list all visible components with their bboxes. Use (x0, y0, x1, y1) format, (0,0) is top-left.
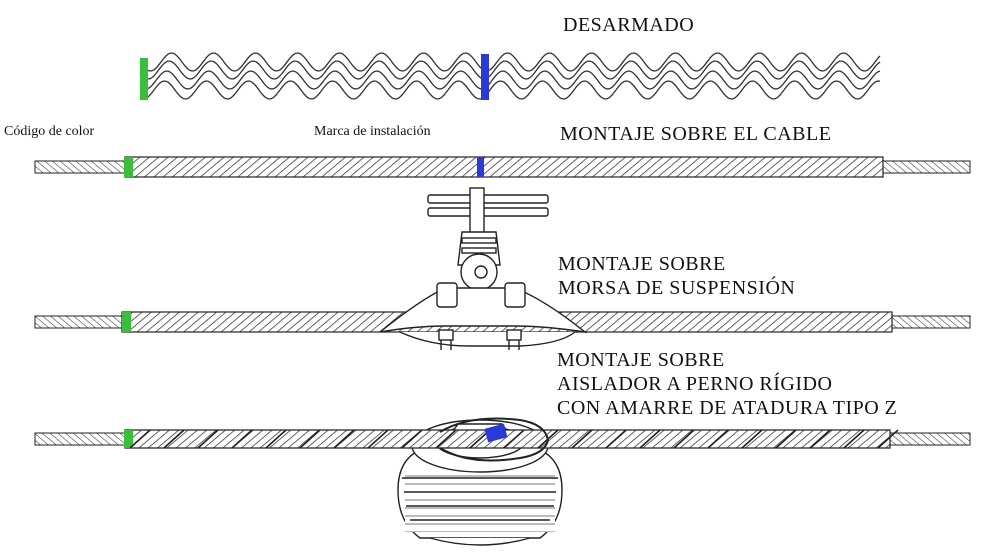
cable-with-rods (34, 156, 971, 178)
rod-twist (299, 429, 321, 449)
preformed-rod-icon (139, 52, 881, 100)
desarmado-label: DESARMADO (563, 14, 695, 36)
rod-twist (367, 429, 389, 449)
marca-instalacion-label: Marca de instalación (314, 124, 431, 139)
rod-twist (673, 429, 695, 449)
rod-twist (877, 429, 899, 449)
rod-twist (605, 429, 627, 449)
color-code-mark (124, 157, 133, 177)
rod-twist (707, 429, 729, 449)
cable-with-rods-insulator (34, 417, 971, 462)
rod-twist (435, 429, 457, 449)
suspension-clamp-icon (379, 187, 588, 350)
installation-mark-rod (481, 54, 489, 100)
rod-twist (401, 429, 423, 449)
installation-mark (477, 157, 484, 177)
color-code-mark (124, 430, 133, 448)
rod-twist (775, 429, 797, 449)
montaje-morsa-line2: MORSA DE SUSPENSIÓN (558, 277, 796, 299)
rod-twist (129, 429, 151, 449)
rod-twist (639, 429, 661, 449)
rod-twist (503, 429, 525, 449)
rod-twist (843, 429, 865, 449)
rod-twist (571, 429, 593, 449)
rod-twist (741, 429, 763, 449)
installation-mark (484, 423, 508, 443)
rod-strand (139, 80, 881, 100)
montaje-aislador-line3: CON AMARRE DE ATADURA TIPO Z (557, 397, 898, 419)
rod-twist (197, 429, 219, 449)
rod-twist (265, 429, 287, 449)
montaje-aislador-line1: MONTAJE SOBRE (557, 349, 725, 371)
rod-strand (139, 60, 881, 80)
rod-strand (139, 70, 881, 90)
rod-twist (163, 429, 185, 449)
color-code-mark-rod (140, 58, 148, 100)
rod-strand (139, 52, 881, 72)
codigo-color-label: Código de color (4, 124, 95, 139)
montaje-cable-label: MONTAJE SOBRE EL CABLE (560, 123, 832, 145)
montaje-morsa-line1: MONTAJE SOBRE (558, 253, 726, 275)
rod-twist (231, 429, 253, 449)
rod-twist (333, 429, 355, 449)
color-code-mark (122, 312, 131, 332)
rod-twist (809, 429, 831, 449)
montaje-aislador-line2: AISLADOR A PERNO RÍGIDO (557, 373, 833, 395)
